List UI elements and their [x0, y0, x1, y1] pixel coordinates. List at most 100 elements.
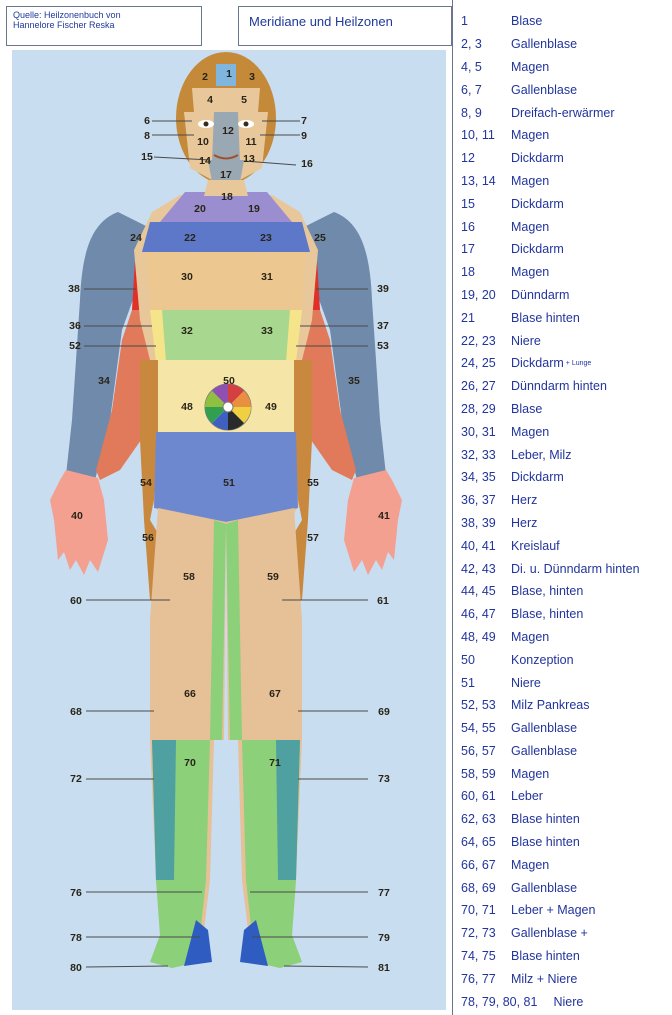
legend-superscript-note: + Lunge	[566, 360, 592, 367]
legend-meridian-name: Milz Pankreas	[509, 698, 590, 712]
legend-row: 2, 3Gallenblase	[453, 33, 672, 56]
zone-label: 72	[70, 773, 82, 785]
zone-label: 18	[221, 191, 233, 203]
zone-label: 80	[70, 962, 82, 974]
zone-label: 30	[181, 271, 193, 283]
zone-label: 41	[378, 510, 390, 522]
legend-row: 44, 45Blase, hinten	[453, 580, 672, 603]
legend-meridian-name: Blase, hinten	[509, 607, 583, 621]
legend-zone-numbers: 44, 45	[453, 584, 509, 598]
legend-zone-numbers: 2, 3	[453, 37, 509, 51]
zone-label: 8	[144, 130, 150, 142]
legend-meridian-name: Herz	[509, 493, 537, 507]
legend-zone-numbers: 58, 59	[453, 767, 509, 781]
legend-zone-numbers: 16	[453, 220, 509, 234]
legend-row: 54, 55Gallenblase	[453, 717, 672, 740]
legend-zone-numbers: 50	[453, 653, 509, 667]
legend-row: 17Dickdarm	[453, 238, 672, 261]
legend-row: 12Dickdarm	[453, 147, 672, 170]
zone-label: 16	[301, 158, 313, 170]
legend-meridian-name: Niere	[509, 676, 541, 690]
legend-row: 6, 7Gallenblase	[453, 78, 672, 101]
legend-zone-numbers: 54, 55	[453, 721, 509, 735]
zone-label: 33	[261, 325, 273, 337]
zone-label: 67	[269, 688, 281, 700]
zone-22-23	[142, 222, 310, 252]
body-diagram: 1 2 3 4 5 6 7 8 9 10 11 12 13 14 15 16 1…	[0, 0, 452, 1015]
zone-4-5	[192, 88, 260, 112]
legend-row: 8, 9Dreifach-erwärmer	[453, 101, 672, 124]
zone-label: 71	[269, 757, 281, 769]
legend-meridian-name: Herz	[509, 516, 537, 530]
legend-meridian-name: Dreifach-erwärmer	[509, 106, 615, 120]
legend-row: 46, 47Blase, hinten	[453, 603, 672, 626]
zone-label: 61	[377, 595, 389, 607]
legend-zone-numbers: 62, 63	[453, 812, 509, 826]
zone-label: 54	[140, 477, 152, 489]
zone-label: 40	[71, 510, 83, 522]
legend-zone-numbers: 38, 39	[453, 516, 509, 530]
legend-meridian-name: Leber	[509, 789, 543, 803]
zone-label: 68	[70, 706, 82, 718]
legend-zone-numbers: 13, 14	[453, 174, 509, 188]
legend-zone-numbers: 18	[453, 265, 509, 279]
zone-label: 24	[130, 232, 142, 244]
legend-row: 10, 11Magen	[453, 124, 672, 147]
legend-zone-numbers: 68, 69	[453, 881, 509, 895]
legend-meridian-name: Dickdarm	[509, 356, 564, 370]
zone-label: 14	[199, 155, 211, 167]
legend-zone-numbers: 70, 71	[453, 903, 509, 917]
zone-label: 69	[378, 706, 390, 718]
zone-label: 37	[377, 320, 389, 332]
legend-zone-numbers: 21	[453, 311, 509, 325]
zone-label: 2	[202, 71, 208, 83]
legend-meridian-name: Blase hinten	[509, 835, 580, 849]
legend-zone-numbers: 1	[453, 14, 509, 28]
legend-row: 1Blase	[453, 10, 672, 33]
zone-label: 76	[70, 887, 82, 899]
legend-meridian-name: Blase hinten	[509, 949, 580, 963]
legend-row: 26, 27Dünndarm hinten	[453, 375, 672, 398]
legend-zone-numbers: 60, 61	[453, 789, 509, 803]
zone-label: 66	[184, 688, 196, 700]
legend-meridian-name: Kreislauf	[509, 539, 560, 553]
legend-zone-numbers: 40, 41	[453, 539, 509, 553]
source-citation: Quelle: Heilzonenbuch von Hannelore Fisc…	[6, 6, 202, 46]
zone-label: 70	[184, 757, 196, 769]
zone-label: 35	[348, 375, 360, 387]
zone-label: 78	[70, 932, 82, 944]
legend-zone-numbers: 46, 47	[453, 607, 509, 621]
zone-label: 52	[69, 340, 81, 352]
legend-zone-numbers: 30, 31	[453, 425, 509, 439]
zone-label: 11	[245, 136, 256, 148]
legend-zone-numbers: 24, 25	[453, 356, 509, 370]
source-line-2: Hannelore Fischer Reska	[13, 20, 195, 30]
zone-label: 12	[222, 125, 234, 137]
legend-meridian-name: Magen	[509, 265, 549, 279]
legend-meridian-name: Dickdarm	[509, 197, 564, 211]
legend-zone-numbers: 76, 77	[453, 972, 509, 986]
legend-zone-numbers: 17	[453, 242, 509, 256]
legend-meridian-name: Niere	[509, 334, 541, 348]
legend-row: 56, 57Gallenblase	[453, 740, 672, 763]
zone-label: 38	[68, 283, 80, 295]
zone-label: 34	[98, 375, 110, 387]
zone-30-31	[146, 252, 306, 310]
zone-label: 5	[241, 94, 247, 106]
zone-label: 15	[141, 151, 153, 163]
right-pupil	[244, 122, 249, 127]
legend-zone-numbers: 4, 5	[453, 60, 509, 74]
legend-meridian-name: Gallenblase	[509, 881, 577, 895]
zone-label: 20	[194, 203, 206, 215]
zone-label: 57	[307, 532, 319, 544]
zone-label: 23	[260, 232, 272, 244]
legend-zone-numbers: 8, 9	[453, 106, 509, 120]
